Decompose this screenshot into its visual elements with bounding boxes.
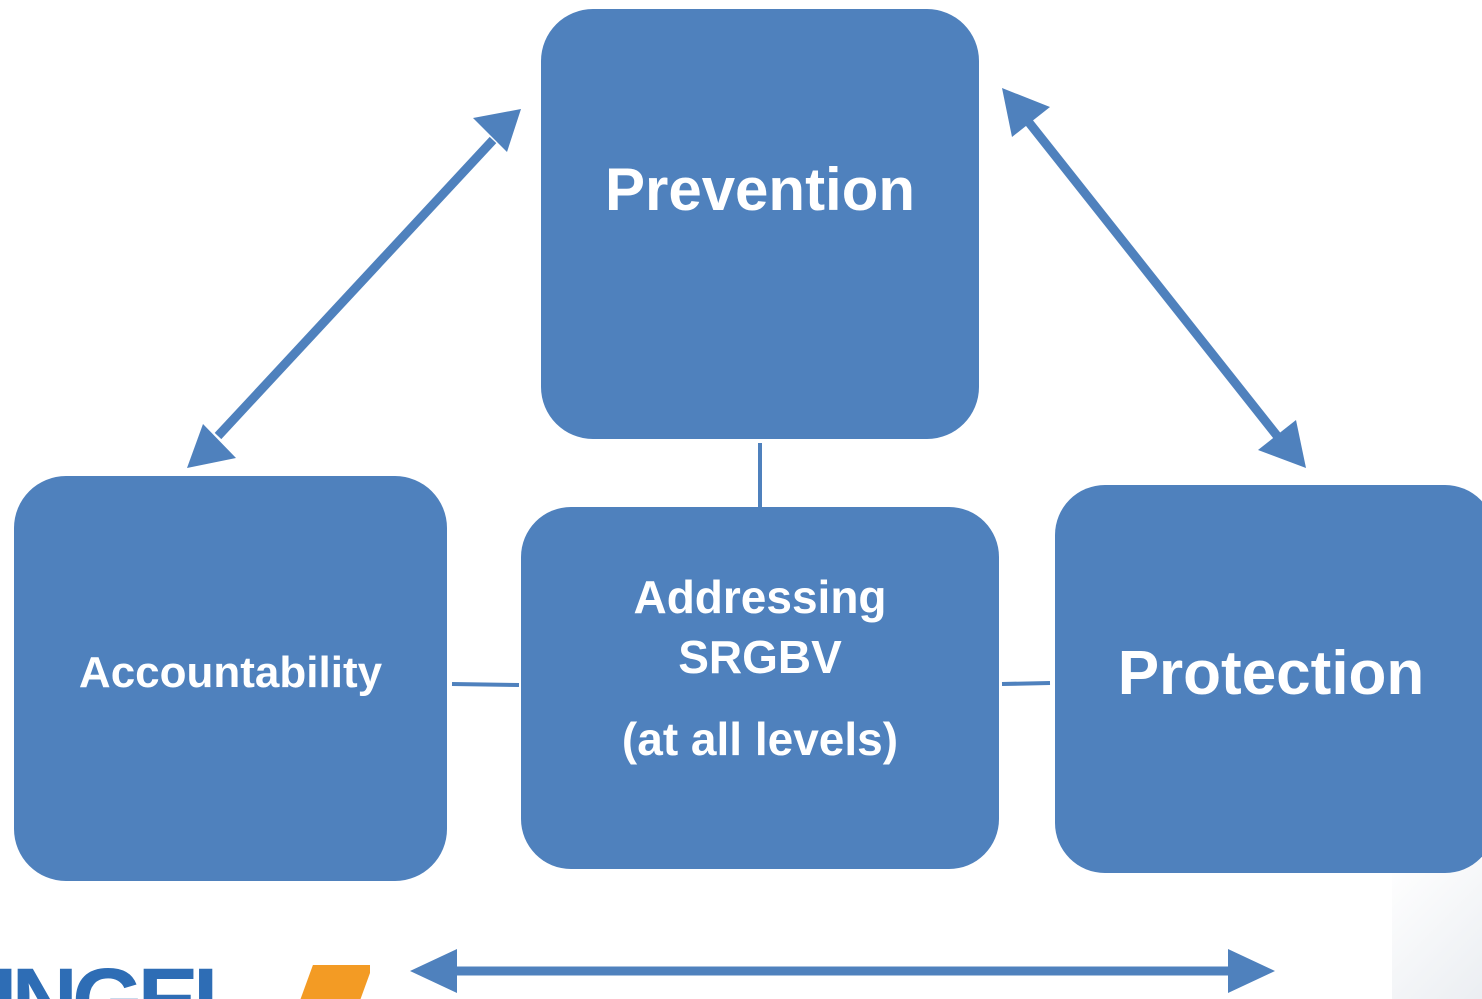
accountability-box: Accountability xyxy=(14,476,447,881)
connector-center-protection xyxy=(1001,681,1051,686)
center-label-line1: Addressing xyxy=(633,571,887,623)
center-label-line3: (at all levels) xyxy=(621,713,899,765)
ingei-logo: INGEI xyxy=(0,955,370,999)
background-shade xyxy=(1392,859,1482,999)
arrow-prevention-protection xyxy=(1002,88,1306,468)
arrowhead-bottom-left xyxy=(410,949,457,993)
arrowhead-prevention-left xyxy=(473,109,521,152)
protection-label: Protection xyxy=(1117,638,1425,708)
prevention-label: Prevention xyxy=(604,155,916,223)
center-box: Addressing SRGBV (at all levels) xyxy=(521,507,999,869)
connector-accountability-center xyxy=(451,682,520,687)
protection-box: Protection xyxy=(1055,485,1482,873)
logo-text: INGEI xyxy=(0,955,218,999)
accountability-label: Accountability xyxy=(78,647,383,697)
arrowhead-accountability xyxy=(187,424,236,468)
center-label-line2: SRGBV xyxy=(678,631,842,683)
arrow-bottom xyxy=(410,949,1275,993)
logo-orange-mark xyxy=(291,965,370,999)
arrowhead-bottom-right xyxy=(1228,949,1275,993)
arrowhead-protection xyxy=(1258,420,1306,468)
prevention-box: Prevention xyxy=(541,9,979,439)
arrowhead-prevention-right xyxy=(1002,88,1050,137)
arrow-accountability-prevention xyxy=(187,109,521,468)
